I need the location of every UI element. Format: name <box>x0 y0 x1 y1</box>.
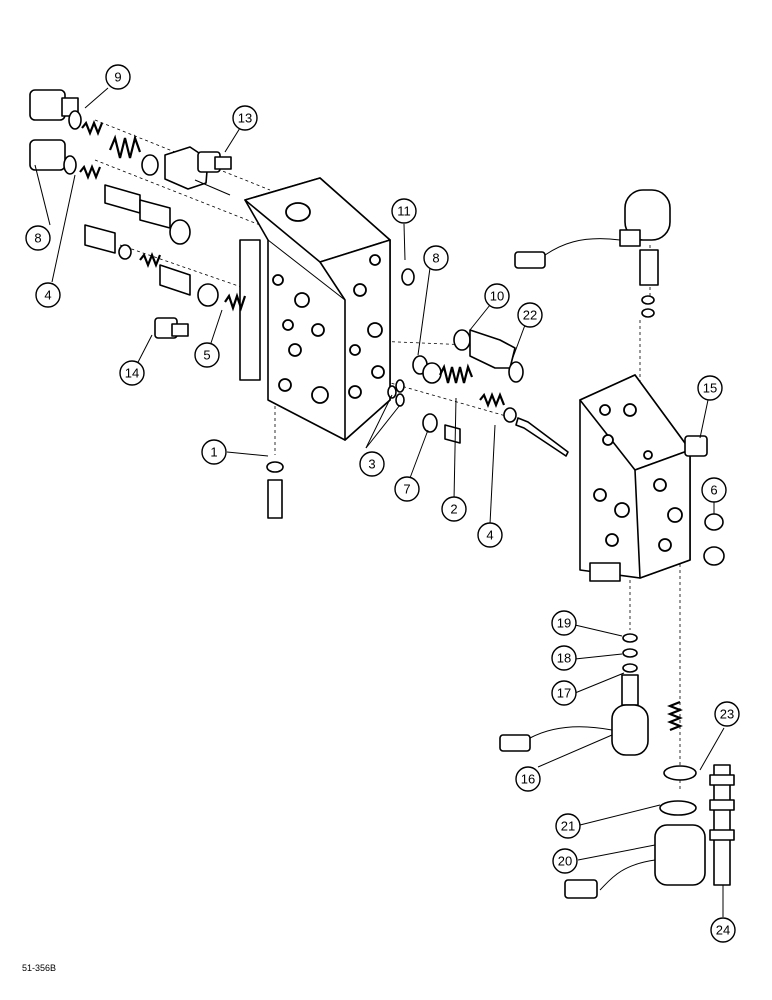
callout-16: 16 <box>515 766 541 792</box>
callout-5: 5 <box>194 342 220 368</box>
solenoid-lower <box>499 633 735 899</box>
callout-8-left: 8 <box>25 225 51 251</box>
callout-24: 24 <box>710 917 736 943</box>
callout-9: 9 <box>105 64 131 90</box>
svg-text:10: 10 <box>490 289 504 304</box>
right-valve-body <box>579 374 691 582</box>
callout-10: 10 <box>484 283 510 309</box>
left-component-stack <box>29 89 247 339</box>
callout-4-left: 4 <box>35 282 61 308</box>
svg-text:1: 1 <box>210 445 217 460</box>
svg-text:23: 23 <box>720 707 734 722</box>
svg-text:4: 4 <box>486 528 493 543</box>
svg-text:20: 20 <box>558 854 572 869</box>
callout-6: 6 <box>701 477 727 503</box>
svg-text:18: 18 <box>557 651 571 666</box>
svg-text:14: 14 <box>125 366 139 381</box>
callout-23: 23 <box>714 701 740 727</box>
callout-4-center: 4 <box>477 522 503 548</box>
svg-text:16: 16 <box>521 772 535 787</box>
callout-22: 22 <box>517 302 543 328</box>
callout-13: 13 <box>232 105 258 131</box>
leader-lines <box>34 87 725 917</box>
callout-19: 19 <box>551 610 577 636</box>
svg-text:15: 15 <box>703 381 717 396</box>
callout-21: 21 <box>555 813 581 839</box>
callout-8-center: 8 <box>423 245 449 271</box>
callout-1: 1 <box>201 439 227 465</box>
svg-text:24: 24 <box>716 923 730 938</box>
svg-text:11: 11 <box>397 204 411 219</box>
callout-7: 7 <box>394 476 420 502</box>
callout-18: 18 <box>551 645 577 671</box>
svg-text:9: 9 <box>114 70 121 85</box>
svg-text:7: 7 <box>403 482 410 497</box>
callout-3: 3 <box>359 451 385 477</box>
callout-17: 17 <box>551 680 577 706</box>
main-valve-body <box>239 177 391 441</box>
svg-text:2: 2 <box>450 502 457 517</box>
center-component-stack <box>266 268 569 519</box>
svg-text:5: 5 <box>203 348 210 363</box>
svg-text:8: 8 <box>34 231 41 246</box>
callout-2: 2 <box>441 496 467 522</box>
callout-14: 14 <box>119 360 145 386</box>
svg-text:8: 8 <box>432 251 439 266</box>
svg-text:6: 6 <box>710 483 717 498</box>
svg-text:21: 21 <box>561 819 575 834</box>
callout-11: 11 <box>391 198 417 224</box>
callout-15: 15 <box>697 375 723 401</box>
callout-20: 20 <box>552 848 578 874</box>
svg-text:17: 17 <box>557 686 571 701</box>
solenoid-upper <box>514 189 725 566</box>
svg-text:13: 13 <box>238 111 252 126</box>
figure-reference-code: 51-356B <box>22 963 57 973</box>
svg-text:3: 3 <box>368 457 375 472</box>
svg-text:19: 19 <box>557 616 571 631</box>
svg-text:22: 22 <box>523 308 537 323</box>
svg-text:4: 4 <box>44 288 51 303</box>
